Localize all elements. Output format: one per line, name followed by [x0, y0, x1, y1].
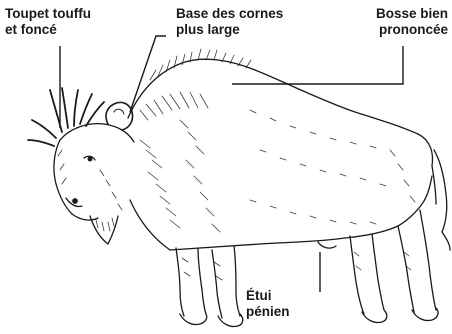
- label-toupet-line1: Toupet touffu: [5, 6, 91, 22]
- label-base-cornes-line1: Base des cornes: [176, 6, 283, 22]
- label-bosse-line1: Bosse bien: [376, 6, 448, 22]
- label-etui-line1: Étui: [246, 288, 290, 304]
- toupet-tuft: [28, 88, 104, 146]
- label-etui-line2: pénien: [246, 304, 290, 320]
- label-base-cornes: Base des cornes plus large: [176, 6, 283, 38]
- leader-lines: [60, 36, 403, 292]
- label-base-cornes-line2: plus large: [176, 22, 283, 38]
- label-bosse: Bosse bien prononcée: [376, 6, 448, 38]
- label-bosse-line2: prononcée: [376, 22, 448, 38]
- label-toupet-line2: et foncé: [5, 22, 91, 38]
- label-etui: Étui pénien: [246, 288, 290, 320]
- bison-head: [54, 124, 134, 244]
- label-toupet: Toupet touffu et foncé: [5, 6, 91, 38]
- leader-bosse: [232, 46, 403, 84]
- bison-body-outline: [128, 59, 450, 326]
